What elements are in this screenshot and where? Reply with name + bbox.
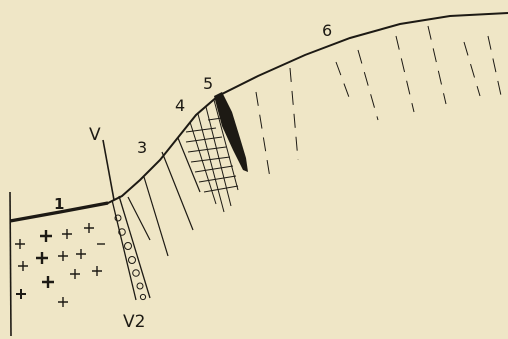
- label-5: 5: [203, 74, 213, 93]
- label-1: 1: [54, 195, 64, 213]
- label-v: V: [89, 125, 101, 145]
- left-boundary-line: [10, 192, 11, 336]
- label-v2: V2: [123, 312, 145, 332]
- label-3: 3: [137, 138, 147, 157]
- label-6: 6: [322, 21, 332, 40]
- label-4: 4: [175, 96, 185, 115]
